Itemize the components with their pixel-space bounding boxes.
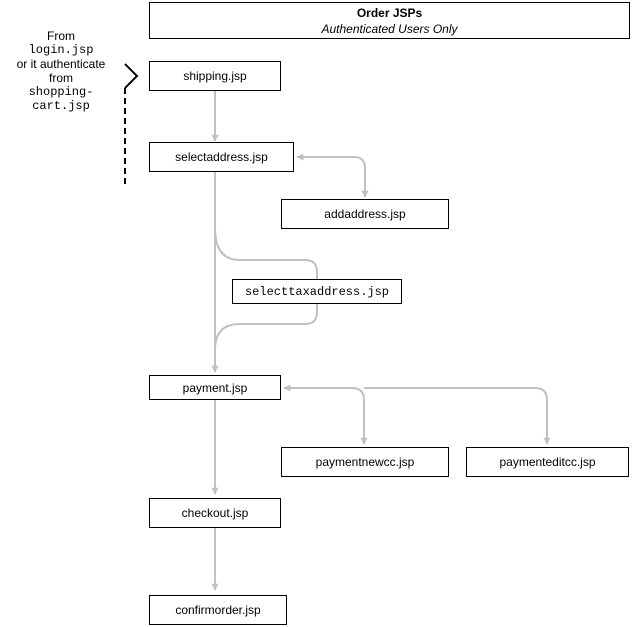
entry-note: From login.jsp or it authenticate from s… — [5, 29, 117, 113]
entry-note-shopping: shopping- — [28, 85, 94, 99]
entry-note-login-jsp: login.jsp — [28, 43, 94, 57]
diagram-subtitle: Authenticated Users Only — [321, 21, 458, 36]
node-paymentnewcc: paymentnewcc.jsp — [281, 447, 449, 477]
entry-bracket — [124, 63, 139, 89]
diagram-header: Order JSPs Authenticated Users Only — [149, 2, 630, 39]
entry-note-cart-jsp: cart.jsp — [32, 99, 90, 113]
node-addaddress: addaddress.jsp — [281, 199, 449, 229]
diagram-title: Order JSPs — [356, 5, 423, 20]
entry-note-line: or it authenticate — [16, 57, 106, 71]
node-shipping: shipping.jsp — [149, 61, 281, 91]
entry-note-line: From — [47, 29, 75, 43]
node-checkout: checkout.jsp — [149, 498, 281, 528]
node-selectaddress: selectaddress.jsp — [149, 142, 294, 172]
entry-note-line: from — [49, 71, 73, 85]
connector-payment-paymenteditcc — [364, 387, 551, 445]
connector-payment-paymentnewcc — [283, 384, 368, 445]
connector-selectaddress-addaddress — [296, 153, 369, 198]
node-paymenteditcc: paymenteditcc.jsp — [466, 447, 629, 477]
node-confirmorder: confirmorder.jsp — [149, 595, 287, 625]
node-payment: payment.jsp — [149, 375, 281, 400]
node-selecttaxaddress: selecttaxaddress.jsp — [232, 279, 402, 304]
